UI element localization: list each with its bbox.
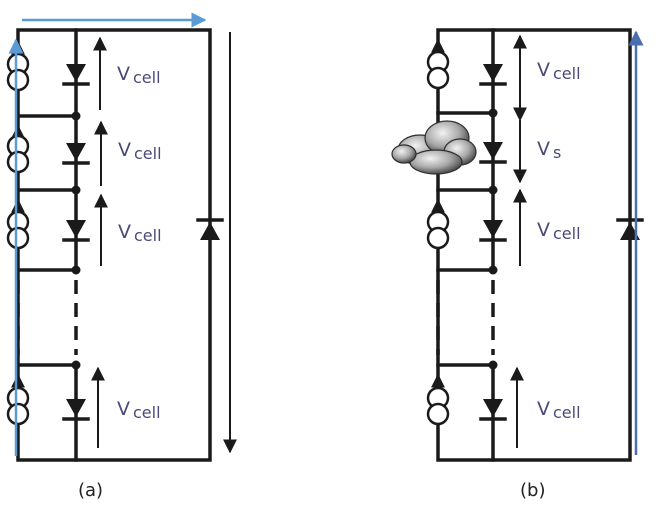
diode-icon (62, 220, 90, 242)
current-source-icon (426, 373, 450, 426)
panel-caption: (b) (520, 480, 545, 501)
current-source-icon (6, 124, 30, 174)
current-source-icon (6, 198, 30, 250)
diode-icon (479, 220, 507, 242)
cloud-icon (391, 120, 477, 175)
current-source-icon (426, 198, 450, 250)
diode-icon (62, 64, 90, 86)
current-source-icon (426, 38, 450, 90)
bypass-diode-icon (616, 218, 644, 240)
diode-icon (479, 142, 507, 164)
diode-icon (62, 143, 90, 165)
diode-icon (62, 399, 90, 421)
current-source-icon (6, 373, 30, 426)
diode-icon (479, 64, 507, 86)
diode-icon (479, 399, 507, 421)
bypass-diode-icon (196, 218, 224, 240)
current-source-icon (6, 40, 30, 92)
panel-caption: (a) (78, 480, 103, 501)
